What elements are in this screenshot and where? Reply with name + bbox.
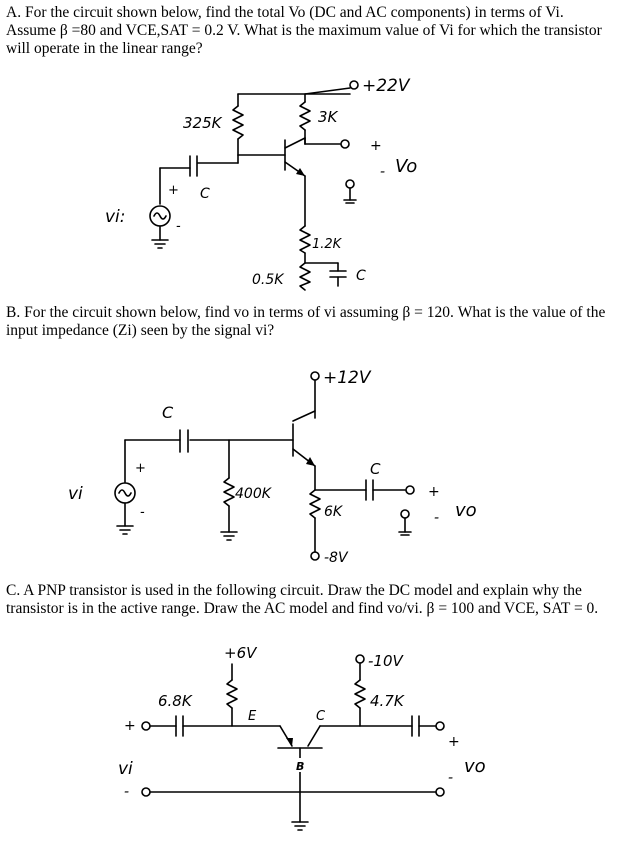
problem-a-body: For the circuit shown below, find the to… [6,4,602,57]
rb-resistor-b [223,477,235,507]
problem-a-text: A. For the circuit shown below, find the… [6,4,616,58]
re-resistor-b [309,489,321,519]
svg-text:+: + [370,138,382,154]
problem-a-label: A. [6,4,22,21]
rb-resistor-a [232,105,244,140]
base-label-c: B [296,760,304,773]
problem-b-label: B. [6,304,21,321]
supply-terminal-a [349,80,359,90]
circuit-a: +22V 325K 3K + - Vo C + [105,76,417,291]
output-label-b: vo [455,500,477,521]
svg-text:+: + [448,734,460,750]
problem-c-body: A PNP transistor is used in the followin… [6,582,599,617]
rc-label-c: 4.7K [370,692,405,710]
svg-text:+: + [124,718,136,734]
rb-label-b: 400K [235,486,273,502]
output-terminal-c [435,721,445,731]
rc-label-a: 3K [318,108,339,126]
rb-label-a: 325K [183,114,223,132]
svg-text:-: - [176,219,181,234]
source-label-b: vi [68,484,83,504]
output-label-a: Vo [395,156,417,177]
collector-label-c: C [316,709,326,724]
re2-resistor-a [299,262,311,291]
svg-text:+: + [168,183,179,198]
svg-text:-: - [448,770,453,786]
svg-text:-: - [140,505,145,520]
circuit-b: +12V C + vi - 400K C [68,368,477,566]
emitter-label-c: E [248,709,257,724]
rc-resistor-a [299,101,311,131]
svg-text:-: - [380,164,385,180]
svg-text:-: - [434,510,439,526]
cap-label-a: C [200,186,210,202]
output-terminal-a [340,139,350,149]
neg-supply-label-b: -8V [324,550,349,566]
supply-terminal-b [310,371,320,381]
re-label-c: 6.8K [158,692,193,710]
re1-label-a: 1.2K [312,237,343,252]
rc-resistor-c [354,679,366,709]
cap-label-b: C [162,403,174,422]
svg-text:+: + [428,484,440,500]
re1-resistor-a [299,225,311,254]
supply-label-a: +22V [362,76,411,96]
re-label-b: 6K [324,504,344,520]
supply-c-label-c: -10V [368,652,404,670]
svg-text:+: + [135,461,146,476]
problem-b-text: B. For the circuit shown below, find vo … [6,304,616,340]
input-terminal-c [141,721,151,731]
svg-text:C: C [370,460,381,478]
problem-b-body: For the circuit shown below, find vo in … [6,304,606,339]
re-resistor-c [226,679,238,709]
supply-label-b: +12V [323,368,372,388]
source-label-c: vi [118,759,133,779]
emitter-arrow-c [286,738,293,746]
svg-text:C: C [356,268,366,284]
problem-c-text: C. A PNP transistor is used in the follo… [6,582,616,618]
re2-label-a: 0.5K [252,272,285,288]
problem-c-label: C. [6,582,21,599]
emitter-arrow-a [296,168,305,176]
output-label-c: vo [464,756,486,777]
source-label-a: vi: [105,207,126,227]
supply-e-label-c: +6V [224,644,258,662]
svg-text:-: - [124,784,129,800]
circuit-c: +6V 6.8K -10V 4.7K + E C B [118,644,486,831]
output-terminal-b [405,485,415,495]
emitter-arrow-b [306,457,315,466]
